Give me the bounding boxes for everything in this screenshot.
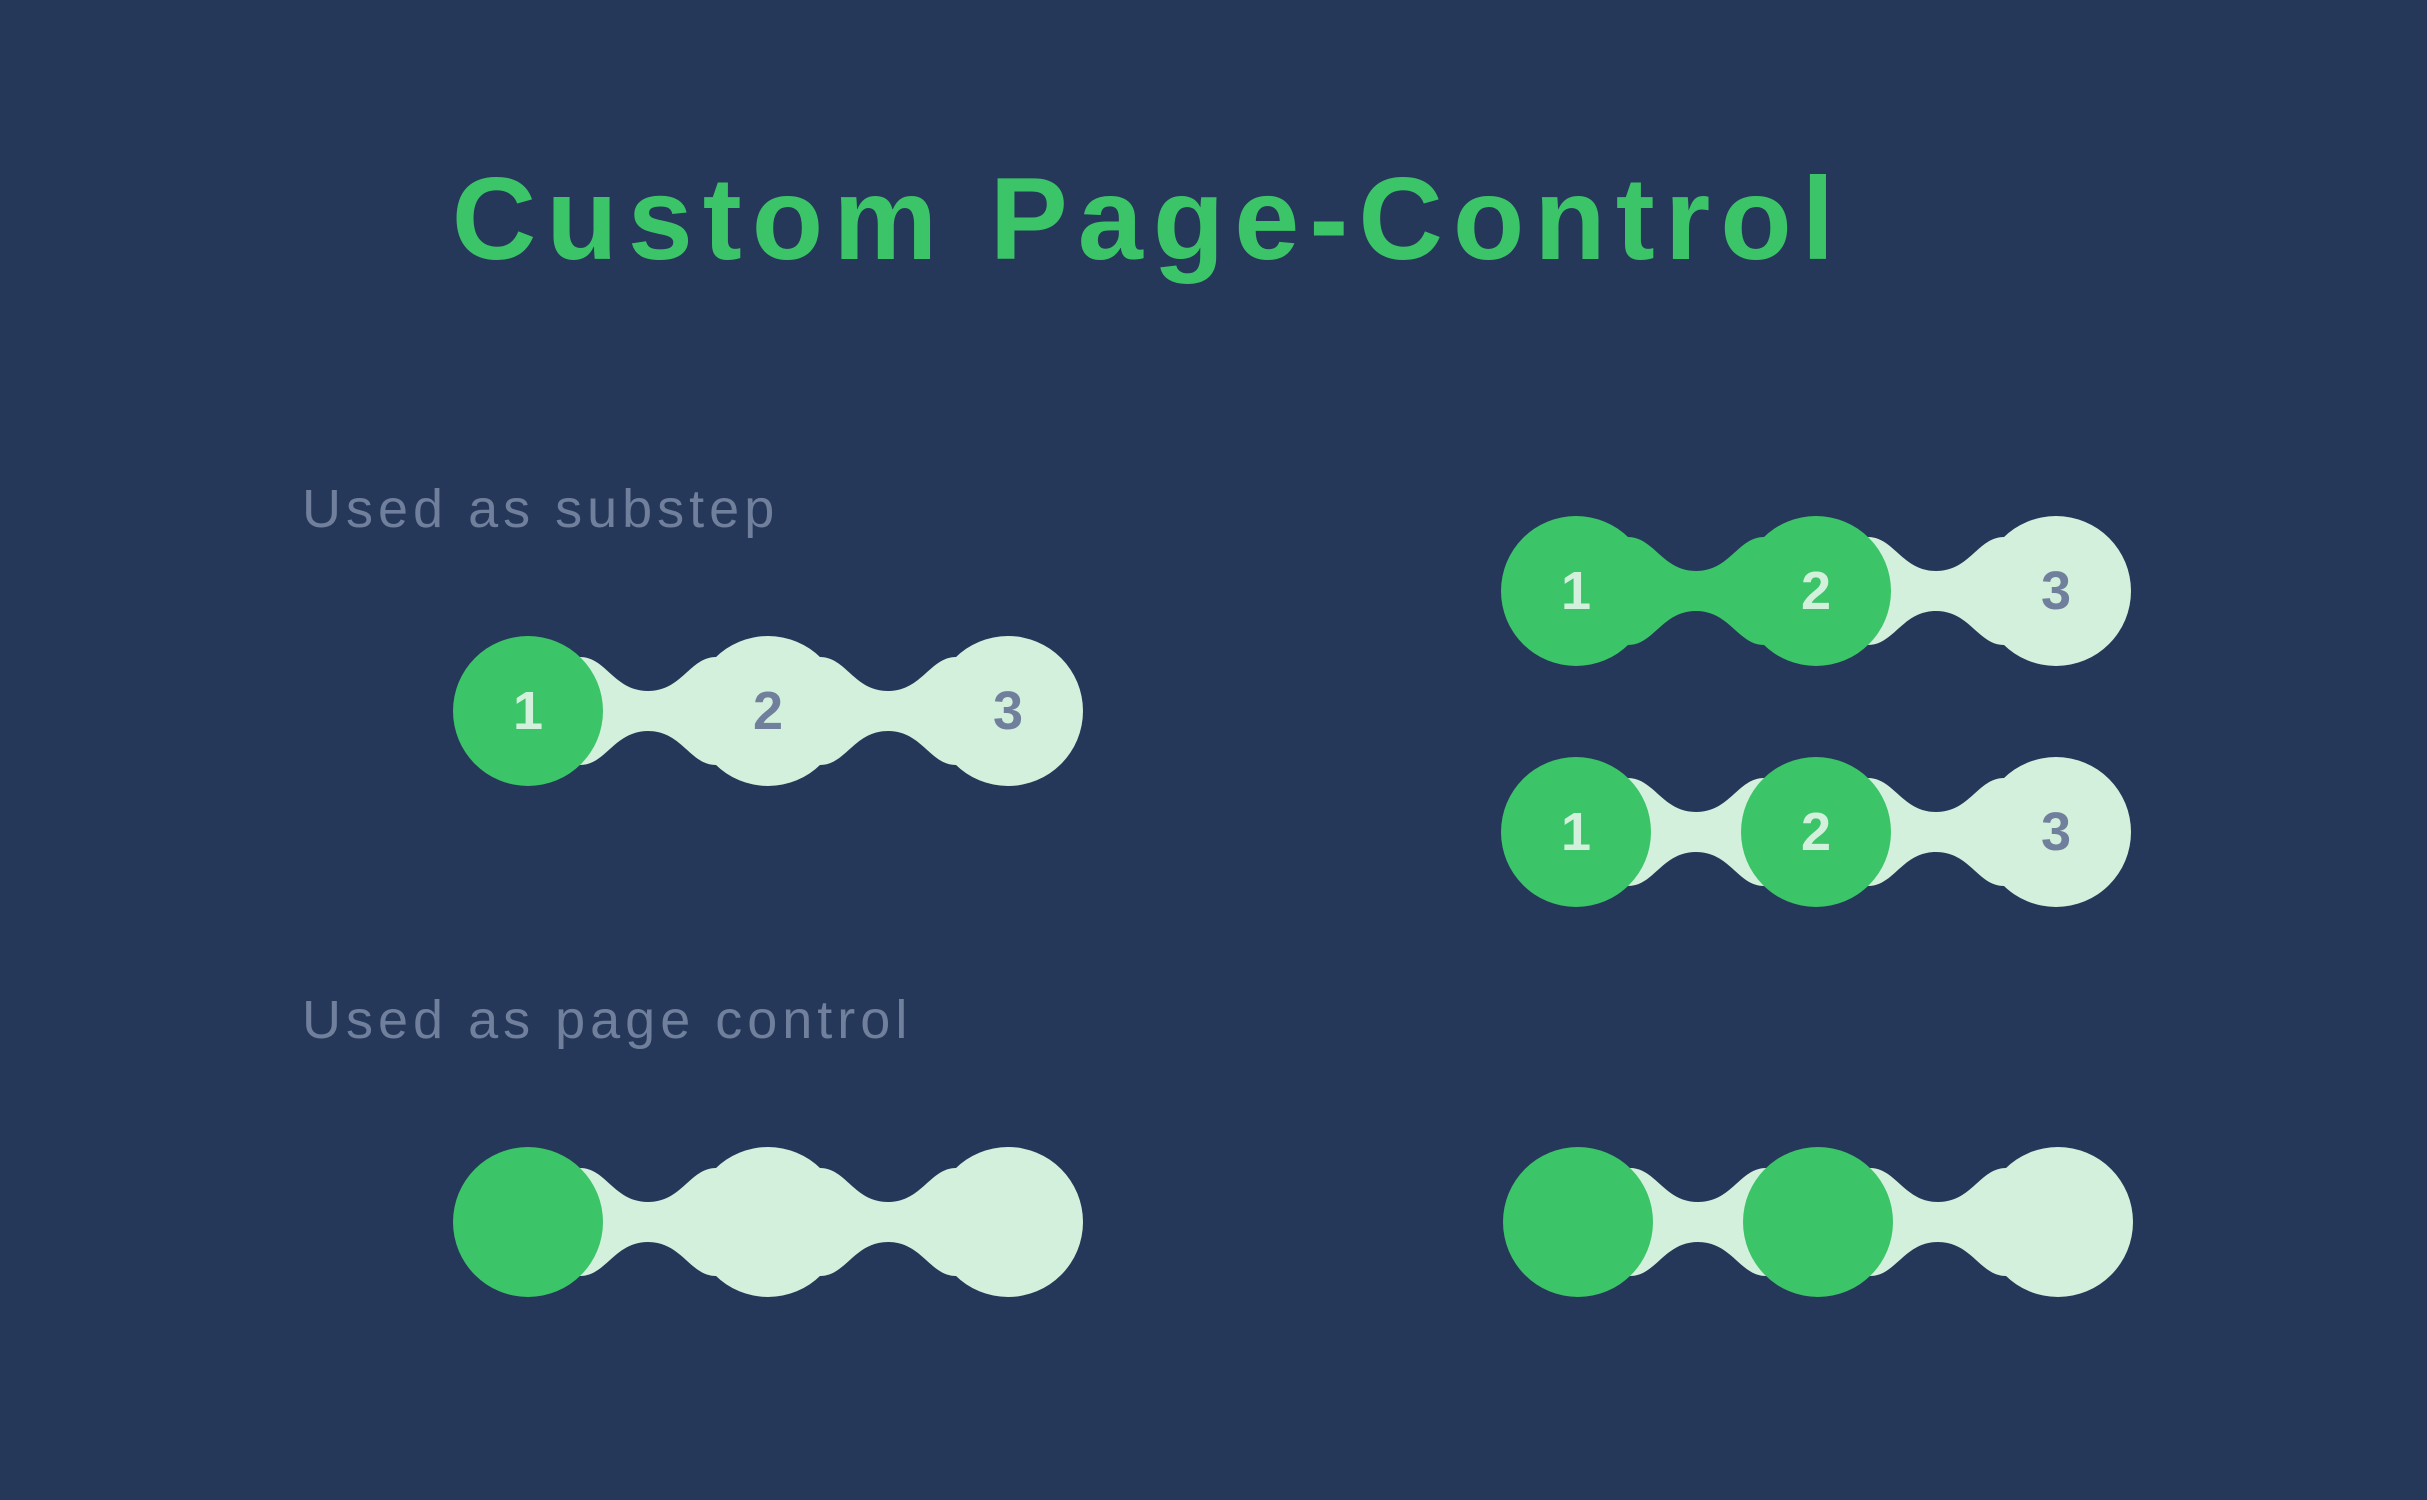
connector-2 xyxy=(1870,1168,2006,1276)
step-number-3: 3 xyxy=(2040,561,2072,621)
blob-shape xyxy=(1503,1147,2133,1297)
connector-2 xyxy=(820,1168,956,1276)
step-number-3: 3 xyxy=(992,681,1024,741)
blob-shape xyxy=(453,1147,1083,1297)
blob-shape xyxy=(1501,757,2131,907)
step-dot-2[interactable] xyxy=(693,636,843,786)
blob-shape xyxy=(453,636,1083,786)
blob-shape xyxy=(1501,516,2131,666)
step-dot-1[interactable] xyxy=(1501,516,1651,666)
step-dot-1[interactable] xyxy=(453,1147,603,1297)
connector-2 xyxy=(1868,537,2004,645)
section-label-page-control: Used as page control xyxy=(302,990,913,1050)
step-dot-1[interactable] xyxy=(1501,757,1651,907)
page-control-page-2[interactable] xyxy=(1502,1146,2134,1298)
step-dot-2[interactable] xyxy=(1743,1147,1893,1297)
connector-1 xyxy=(580,657,716,765)
step-dot-2[interactable] xyxy=(1741,757,1891,907)
connector-1 xyxy=(1628,537,1764,645)
step-dot-3[interactable] xyxy=(1981,516,2131,666)
step-dot-3[interactable] xyxy=(1983,1147,2133,1297)
connector-2 xyxy=(1868,778,2004,886)
section-label-substep: Used as substep xyxy=(302,479,780,539)
step-number-1: 1 xyxy=(512,681,544,741)
step-number-1: 1 xyxy=(1560,561,1592,621)
step-number-2: 2 xyxy=(1800,802,1832,862)
step-dot-2[interactable] xyxy=(1741,516,1891,666)
step-dot-2[interactable] xyxy=(693,1147,843,1297)
step-number-2: 2 xyxy=(1800,561,1832,621)
connector-1 xyxy=(1628,778,1764,886)
step-number-2: 2 xyxy=(752,681,784,741)
step-number-1: 1 xyxy=(1560,802,1592,862)
connector-1 xyxy=(1630,1168,1766,1276)
page-control-page-1[interactable] xyxy=(452,1146,1084,1298)
step-dot-1[interactable] xyxy=(1503,1147,1653,1297)
step-number-3: 3 xyxy=(2040,802,2072,862)
step-dot-1[interactable] xyxy=(453,636,603,786)
connector-1 xyxy=(580,1168,716,1276)
substep-control-step-2[interactable]: 1 2 3 xyxy=(1500,756,2132,908)
connector-2 xyxy=(820,657,956,765)
substep-control-step-2-filled[interactable]: 1 2 3 xyxy=(1500,515,2132,667)
substep-control-step-1[interactable]: 1 2 3 xyxy=(452,635,1084,787)
page-title: Custom Page-Control xyxy=(451,153,1845,284)
step-dot-3[interactable] xyxy=(1981,757,2131,907)
step-dot-3[interactable] xyxy=(933,636,1083,786)
step-dot-3[interactable] xyxy=(933,1147,1083,1297)
